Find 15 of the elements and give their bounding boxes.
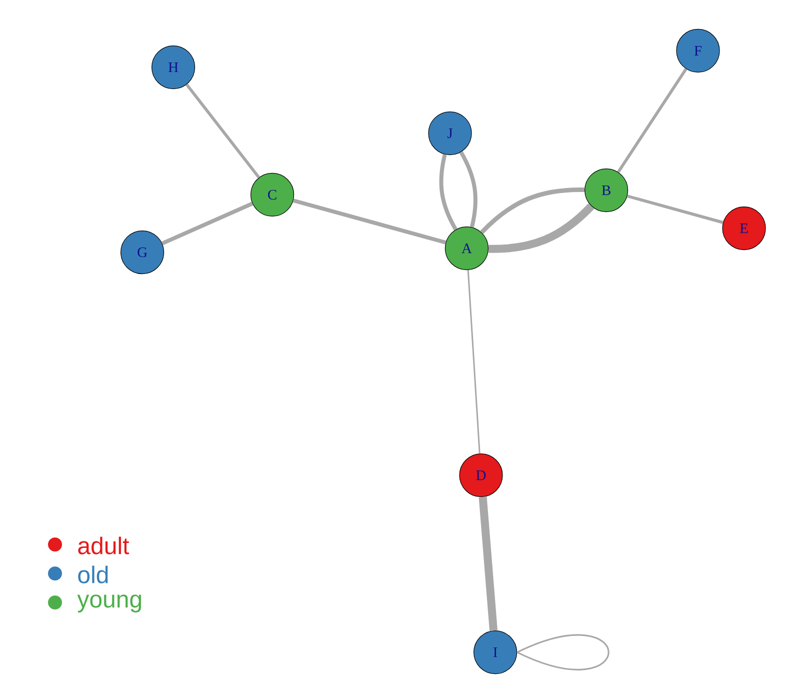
edge-line bbox=[292, 198, 446, 244]
edge-line bbox=[617, 68, 688, 173]
edge-line bbox=[488, 203, 594, 253]
edge-line bbox=[439, 154, 458, 230]
edge-line bbox=[467, 270, 480, 454]
legend-label: adult bbox=[78, 536, 130, 554]
loop-line bbox=[516, 634, 610, 670]
edge-line bbox=[626, 194, 724, 224]
edge-line bbox=[478, 496, 498, 631]
edge-line bbox=[459, 151, 478, 228]
legend-label: young bbox=[77, 594, 142, 612]
edge-line bbox=[480, 188, 585, 234]
edge-line bbox=[186, 84, 260, 178]
edge-line bbox=[161, 202, 254, 246]
legend-label: old bbox=[78, 566, 108, 584]
